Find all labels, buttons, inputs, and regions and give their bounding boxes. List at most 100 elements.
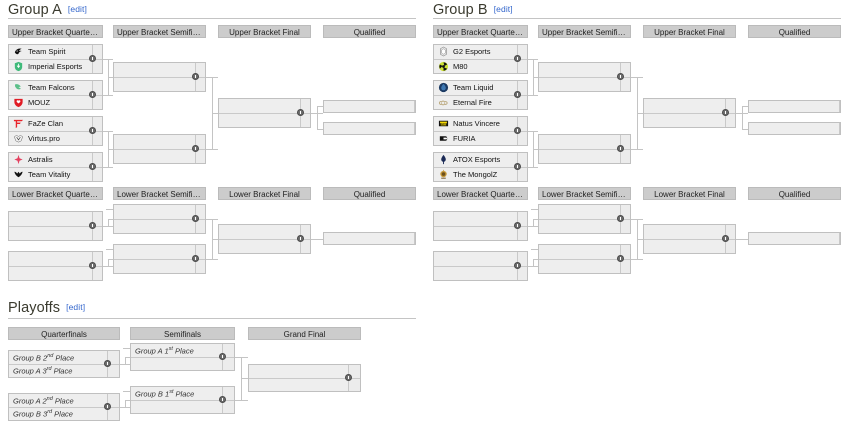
connector-line [125,400,130,401]
score-cell [620,245,630,259]
match-row [539,205,630,219]
ub-final-match[interactable] [218,98,311,128]
match-info-icon[interactable] [617,145,624,152]
match-info-icon[interactable] [297,109,304,116]
match-row: The MongolZ [434,166,527,181]
lb-quarterfinal-match[interactable] [8,211,103,241]
edit-link[interactable]: [edit] [66,302,86,312]
ub-qualified-slot[interactable] [748,100,841,113]
match-info-icon[interactable] [617,215,624,222]
astralis-logo [13,154,24,165]
match-info-icon[interactable] [514,55,521,62]
match-info-icon[interactable] [89,262,96,269]
score-cell [725,239,735,253]
ub-semifinal-match[interactable] [538,62,631,92]
match-row [749,233,840,244]
lb-semifinal-match[interactable] [538,244,631,274]
lb-qualified-slot[interactable] [323,232,416,245]
match-info-icon[interactable] [514,91,521,98]
match-info-icon[interactable] [89,127,96,134]
opponent-name: Eternal Fire [453,97,492,107]
lb-quarterfinal-match[interactable] [433,251,528,281]
ub-semifinal-match[interactable] [113,134,206,164]
match-row [434,252,527,266]
connector-line [108,219,113,220]
ub-qualified-slot[interactable] [748,122,841,135]
match-info-icon[interactable] [89,163,96,170]
match-info-icon[interactable] [722,109,729,116]
opponent-name: Team Falcons [28,83,75,93]
edit-link[interactable]: [edit] [67,4,87,14]
po-semifinal-match[interactable]: Group B 1st Place [130,386,235,414]
lb-qualified-slot[interactable] [748,232,841,245]
ub-qualified-slot[interactable] [323,100,416,113]
connector-line [317,106,318,129]
lb-semifinal-match[interactable] [538,204,631,234]
score-cell [195,135,205,149]
match-info-icon[interactable] [89,55,96,62]
ub-final-match[interactable] [643,98,736,128]
opponent-top: Group B 1st Place [131,389,222,399]
score-cell [517,59,527,73]
match-info-icon[interactable] [514,127,521,134]
po-grand-final-match[interactable] [248,364,361,392]
match-info-icon[interactable] [89,91,96,98]
score-cell [517,153,527,167]
match-info-icon[interactable] [514,163,521,170]
match-info-icon[interactable] [192,215,199,222]
lb-semifinal-match[interactable] [113,244,206,274]
match-info-icon[interactable] [192,73,199,80]
lb-semifinal-match[interactable] [113,204,206,234]
g2-esports-logo [438,46,449,57]
match-info-icon[interactable] [104,360,111,367]
connector-line [212,113,218,114]
score-cell [195,77,205,91]
match-info-icon[interactable] [104,403,111,410]
match-info-icon[interactable] [89,222,96,229]
match-row [434,225,527,240]
match-row: Team Spirit [9,45,102,59]
match-info-icon[interactable] [617,73,624,80]
match-row [114,245,205,259]
match-info-icon[interactable] [345,374,352,381]
ub-semifinal-match[interactable] [113,62,206,92]
match-info-icon[interactable] [722,235,729,242]
match-info-icon[interactable] [219,353,226,360]
ub-semifinal-match[interactable] [538,134,631,164]
edit-link[interactable]: [edit] [493,4,513,14]
connector-line [533,219,538,220]
lb-quarterfinal-match[interactable] [8,251,103,281]
round-header-lb-qualified: Qualified [323,187,416,200]
match-info-icon[interactable] [192,255,199,262]
match-row [9,212,102,226]
match-info-icon[interactable] [514,262,521,269]
match-row [749,123,840,134]
lb-final-match[interactable] [218,224,311,254]
match-info-icon[interactable] [514,222,521,229]
opponent-name: G2 Esports [453,47,491,57]
match-info-icon[interactable] [219,396,226,403]
match-info-icon[interactable] [192,145,199,152]
match-info-icon[interactable] [297,235,304,242]
po-semifinal-match[interactable]: Group A 1st Place [130,343,235,371]
ub-qualified-slot[interactable] [323,122,416,135]
lb-final-match[interactable] [643,224,736,254]
opponent-bottom: Imperial Esports [9,61,92,72]
match-row [324,101,415,112]
match-info-icon[interactable] [617,255,624,262]
match-row [219,225,310,239]
score-cell [620,259,630,273]
lb-quarterfinal-match[interactable] [433,211,528,241]
